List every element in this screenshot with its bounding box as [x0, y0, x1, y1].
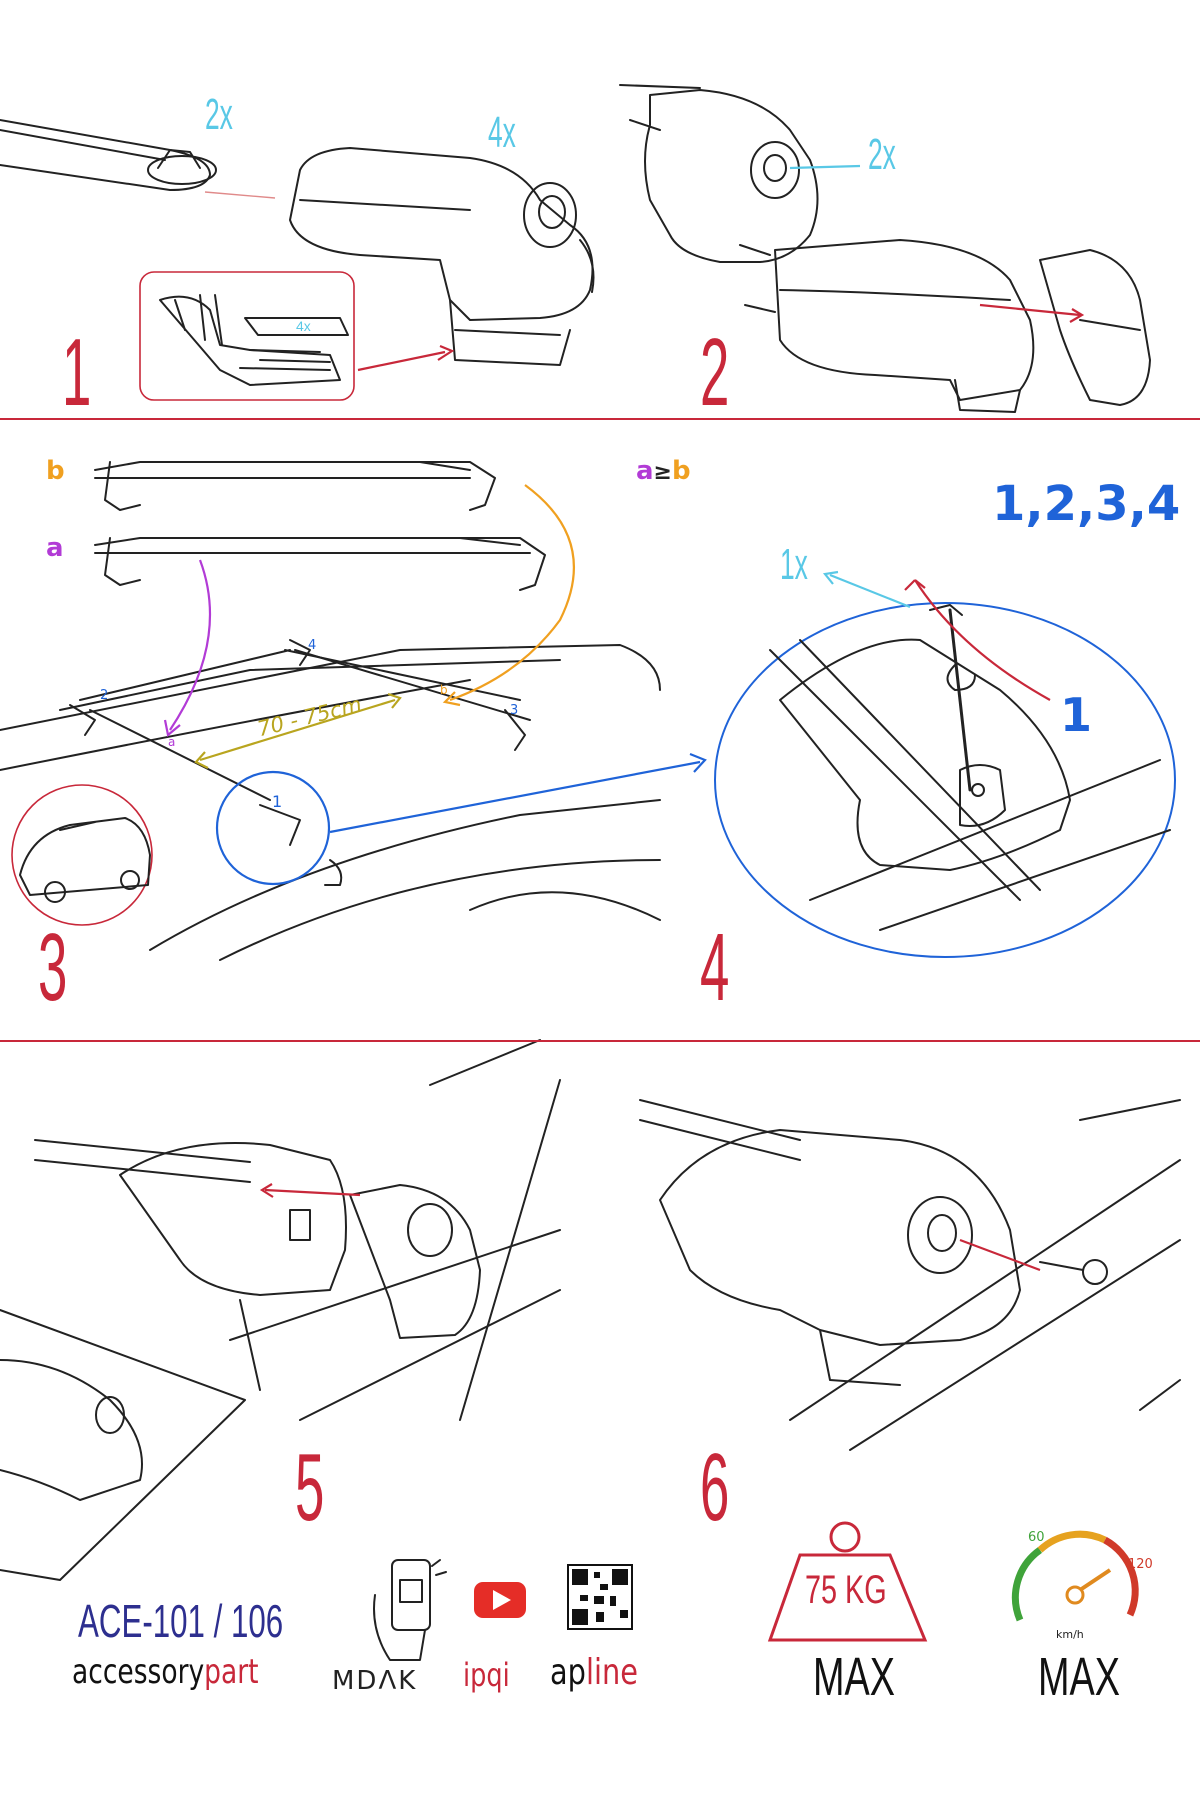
step-number-1: 1 — [62, 319, 92, 426]
zoom-circle-drawing — [714, 602, 1176, 958]
accessorypart-logo-part: part — [204, 1652, 259, 1692]
speed-60-label: 60 — [1028, 1530, 1045, 1545]
bar-b-drawing — [94, 461, 496, 511]
ipqi-logo: ipqi — [463, 1656, 510, 1694]
qr-code-icon — [567, 1564, 633, 1630]
foot-drawing-2b — [744, 239, 1151, 413]
apline-logo: apline — [550, 1652, 638, 1693]
step-number-6: 6 — [700, 1434, 730, 1541]
roof-foot-drawing-1 — [289, 147, 595, 366]
step-number-2: 2 — [700, 319, 730, 426]
weight-icon — [767, 1521, 928, 1642]
phone-hand-drawing — [373, 1559, 447, 1661]
speed-unit-label: km/h — [1056, 1628, 1084, 1641]
speedometer-icon — [1011, 1530, 1139, 1622]
step-number-5: 5 — [295, 1434, 325, 1541]
weight-max-label: MAX — [813, 1647, 895, 1707]
mdak-logo: MDΛK — [332, 1666, 418, 1696]
mark-a-label: a — [168, 735, 176, 749]
bar-quantity-label: 2x — [205, 90, 233, 139]
model-number: ACE-101 / 106 — [78, 1595, 284, 1647]
tightening-sequence-label: 1,2,3,4 — [992, 476, 1181, 532]
spacing-rule-symbol: ≥ — [653, 460, 672, 485]
position-1-label: 1 — [272, 792, 283, 811]
section-divider-middle — [0, 1040, 1200, 1042]
bar-a-drawing — [94, 537, 546, 591]
youtube-icon — [474, 1582, 526, 1618]
bar-a-label: a — [46, 533, 64, 563]
detail-inset-1 — [139, 271, 355, 401]
speed-max-label: MAX — [1038, 1647, 1120, 1707]
spacing-rule: a≥b — [636, 456, 691, 486]
accessorypart-logo-accessory: accessory — [72, 1652, 205, 1692]
position-3-label: 3 — [510, 703, 519, 718]
first-foot-label: 1 — [1060, 688, 1093, 742]
step-number-3: 3 — [38, 914, 68, 1021]
car-thumbnail-drawing — [11, 784, 153, 926]
speed-120-label: 120 — [1128, 1557, 1153, 1572]
section-divider-top — [0, 418, 1200, 420]
position-4-label: 4 — [308, 638, 317, 653]
accessorypart-logo: accessorypart — [72, 1652, 259, 1692]
key-quantity-label: 1x — [780, 540, 808, 589]
foot-drawing-5 — [0, 1039, 561, 1581]
bar-b-label: b — [46, 456, 65, 486]
foot-drawing-6 — [639, 1099, 1181, 1451]
car-roof-drawing — [0, 639, 661, 961]
spacing-rule-a: a — [636, 456, 654, 486]
step-number-4: 4 — [700, 914, 730, 1021]
position-2-label: 2 — [100, 688, 109, 703]
foot-drawing-2a — [619, 84, 819, 263]
crossbar-drawing-1 — [0, 119, 217, 191]
apline-logo-ap: ap — [550, 1652, 586, 1693]
mark-b-label: b — [440, 683, 448, 697]
part-quantity-label: 2x — [868, 130, 896, 179]
weight-limit-value: 75 KG — [805, 1568, 887, 1612]
spacing-rule-b: b — [671, 456, 691, 486]
pad-quantity-label: 4x — [296, 318, 311, 334]
foot-quantity-label: 4x — [488, 108, 516, 157]
apline-logo-line: line — [585, 1652, 638, 1693]
